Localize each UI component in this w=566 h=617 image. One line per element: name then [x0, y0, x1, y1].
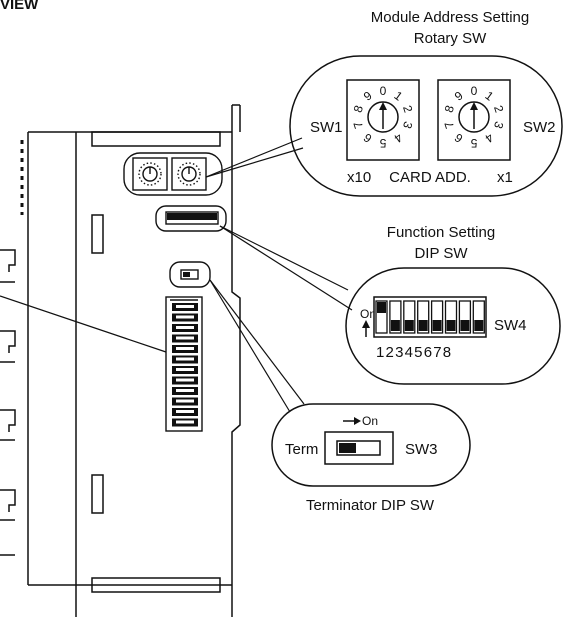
dip-switch-8 — [472, 300, 485, 334]
sw2-dial-number-7: 7 — [442, 119, 457, 130]
dip-switch-knob-4 — [418, 320, 428, 331]
sw3-label: SW3 — [405, 441, 438, 458]
dip-switch-knob-1 — [377, 302, 386, 313]
terminator-callout: On Term SW3 Terminator DIP SW — [209, 279, 471, 514]
x1-label: x1 — [497, 169, 513, 186]
dip-numbers: 12345678 — [376, 344, 452, 361]
function-dip-callout: Function Setting DIP SW On SW4 12345678 — [219, 224, 561, 385]
dip-switch-4 — [417, 300, 430, 334]
rotary-title-line1: Module Address Setting — [371, 9, 529, 26]
dip-switch-7 — [458, 300, 472, 334]
sw4-label: SW4 — [494, 317, 527, 334]
sw2-dial-number-0: 0 — [471, 84, 478, 98]
terminal-slot-6 — [176, 357, 194, 361]
rotary-switch-pair — [123, 152, 223, 196]
terminal-slot-2 — [176, 315, 194, 319]
terminal-slot-7 — [176, 368, 194, 371]
dip-switch-3 — [403, 300, 416, 334]
sw1-dial-number-2: 2 — [400, 104, 415, 115]
dip-switch-knob-3 — [404, 320, 414, 331]
terminator-on-label: On — [362, 414, 378, 428]
sw1-dial-number-7: 7 — [351, 119, 366, 130]
terminal-contacts — [172, 303, 198, 427]
sw1-dial-number-8: 8 — [351, 103, 366, 114]
terminal-slot-5 — [176, 347, 194, 350]
dip-switch-5 — [430, 300, 444, 334]
terminal-block — [165, 296, 203, 432]
sw2-dial-number-2: 2 — [491, 104, 506, 115]
function-dip-switch-small — [155, 205, 227, 232]
sw1-dial-number-5: 5 — [379, 136, 386, 150]
sw2-dial-number-3: 3 — [491, 120, 506, 131]
terminal-slot-1 — [176, 305, 194, 308]
sw1-dial-number-0: 0 — [380, 84, 387, 98]
dip-switch-1 — [375, 300, 388, 334]
function-title-line1: Function Setting — [387, 224, 495, 241]
terminal-slot-8 — [176, 378, 194, 382]
sw2-label: SW2 — [523, 119, 556, 136]
dip-switch-2 — [389, 300, 402, 334]
terminal-slot-3 — [176, 326, 194, 329]
dip-switch-knob-7 — [460, 320, 470, 331]
rotary-title-line2: Rotary SW — [414, 30, 487, 47]
sw2-dial-number-5: 5 — [470, 136, 477, 150]
dip-switch-knob-5 — [432, 320, 442, 331]
terminal-slot-11 — [176, 410, 194, 413]
function-on-label: On — [360, 307, 376, 321]
terminator-switch-small — [169, 261, 211, 288]
terminal-slot-4 — [176, 336, 194, 340]
x10-label: x10 — [347, 169, 371, 186]
dip-switch-6 — [444, 300, 458, 334]
dip-switch-knob-2 — [390, 320, 400, 331]
sw1-dial-number-3: 3 — [400, 120, 415, 131]
dip-switch-knob-6 — [446, 320, 456, 331]
function-title-line2: DIP SW — [414, 245, 468, 262]
function-dip-switches — [375, 300, 485, 334]
terminator-caption: Terminator DIP SW — [306, 497, 435, 514]
card-address-label: CARD ADD. — [389, 169, 471, 186]
term-label: Term — [285, 441, 318, 458]
view-heading: VIEW — [0, 0, 39, 13]
terminal-slot-10 — [176, 399, 194, 403]
terminal-slot-12 — [176, 420, 194, 424]
sw2-dial-number-8: 8 — [442, 103, 457, 114]
module-body — [27, 104, 241, 617]
terminal-slot-9 — [176, 389, 194, 392]
sw1-label: SW1 — [310, 119, 343, 136]
terminal-leader-line — [0, 295, 167, 353]
side-hooks — [0, 249, 16, 556]
dip-switch-knob-8 — [474, 320, 484, 331]
